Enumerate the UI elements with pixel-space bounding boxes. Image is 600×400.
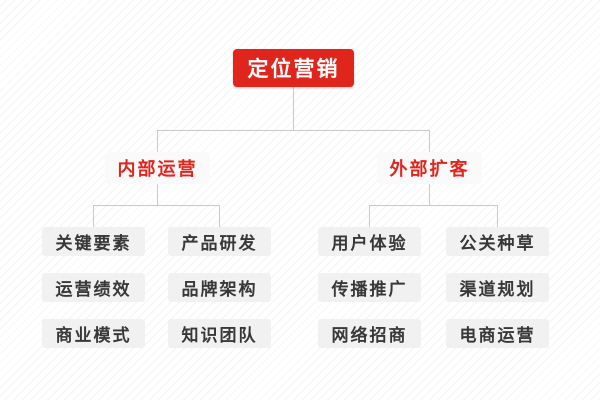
- leaf-node: 传播推广: [318, 273, 421, 302]
- leaf-node: 渠道规划: [446, 273, 549, 302]
- leaf-node: 关键要素: [42, 227, 145, 256]
- leaf-node: 产品研发: [168, 227, 271, 256]
- leaf-node: 公关种草: [446, 227, 549, 256]
- root-node-positioning-marketing: 定位营销: [233, 49, 354, 87]
- branch-node-internal-operations: 内部运营: [105, 152, 210, 184]
- leaf-node: 商业模式: [42, 319, 145, 348]
- leaf-node: 电商运营: [446, 319, 549, 348]
- branch-node-external-expansion: 外部扩客: [377, 152, 482, 184]
- leaf-node: 知识团队: [168, 319, 271, 348]
- leaf-node: 网络招商: [318, 319, 421, 348]
- leaf-node: 用户体验: [318, 227, 421, 256]
- leaf-node: 品牌架构: [168, 273, 271, 302]
- leaf-node: 运营绩效: [42, 273, 145, 302]
